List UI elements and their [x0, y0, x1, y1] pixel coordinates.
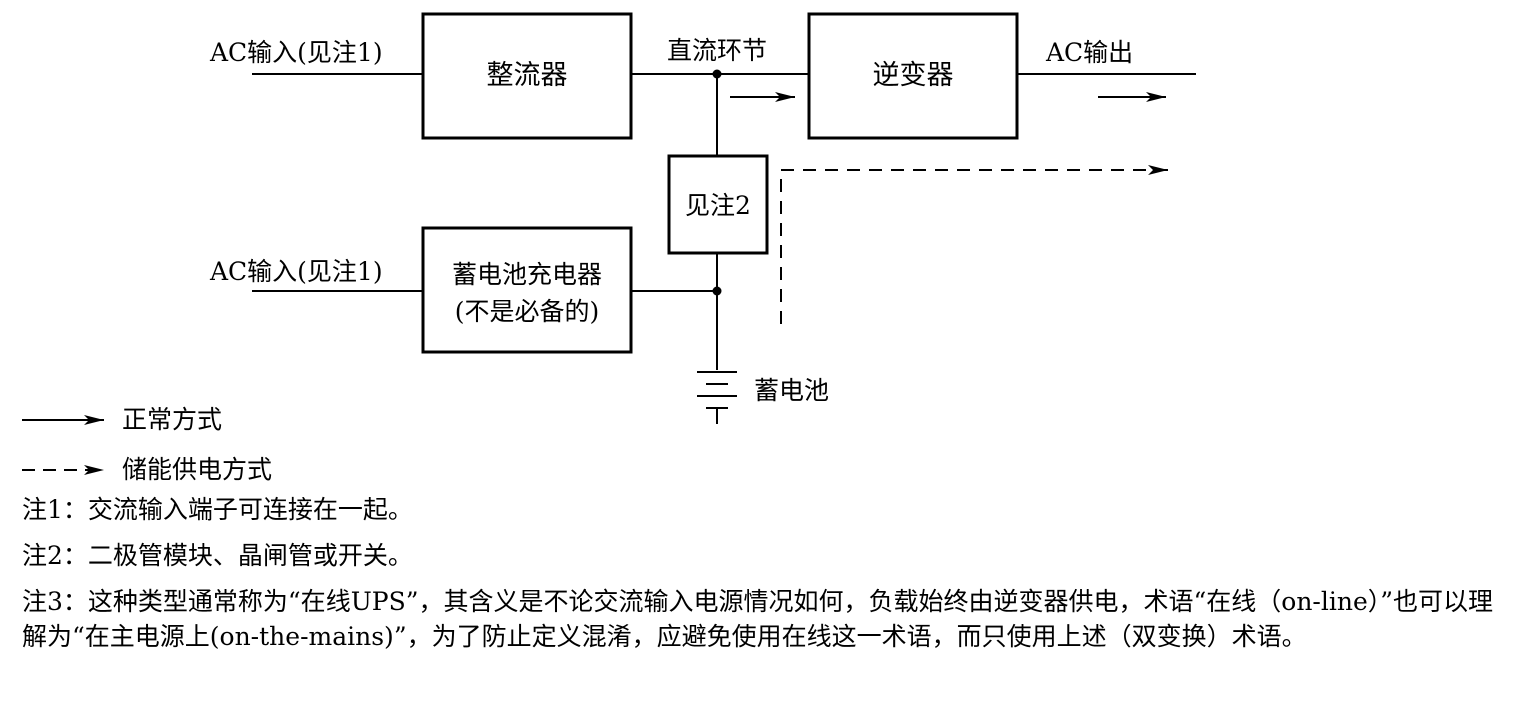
- ac-input-top-label: AC输入(见注1): [209, 38, 383, 67]
- note-1: 注1：交流输入端子可连接在一起。: [22, 495, 413, 524]
- note-3: 注3：这种类型通常称为“在线UPS”，其含义是不论交流输入电源情况如何，负载始终…: [22, 587, 1494, 651]
- dc-link-label: 直流环节: [667, 36, 767, 65]
- charger-label-line1: 蓄电池充电器: [452, 260, 602, 289]
- notes-section: 注1：交流输入端子可连接在一起。 注2：二极管模块、晶闸管或开关。 注3：这种类…: [22, 492, 1512, 665]
- legend-normal-label: 正常方式: [122, 405, 222, 434]
- charger-box: [421, 226, 633, 354]
- note2-box-label: 见注2: [685, 191, 751, 220]
- charger-label-line2: (不是必备的): [455, 297, 600, 326]
- rectifier-box: [421, 12, 633, 140]
- inverter-box: [807, 12, 1019, 140]
- stored-energy-flow-path: [780, 165, 1168, 324]
- legend-stored-label: 储能供电方式: [122, 455, 272, 484]
- ac-input-bottom-label: AC输入(见注1): [209, 257, 383, 286]
- rectifier-label: 整流器: [487, 60, 568, 91]
- battery-label: 蓄电池: [754, 376, 829, 405]
- battery-symbol: [697, 371, 737, 424]
- ac-output-label: AC输出: [1045, 38, 1133, 67]
- inverter-label: 逆变器: [873, 60, 954, 91]
- note-2: 注2：二极管模块、晶闸管或开关。: [22, 541, 413, 570]
